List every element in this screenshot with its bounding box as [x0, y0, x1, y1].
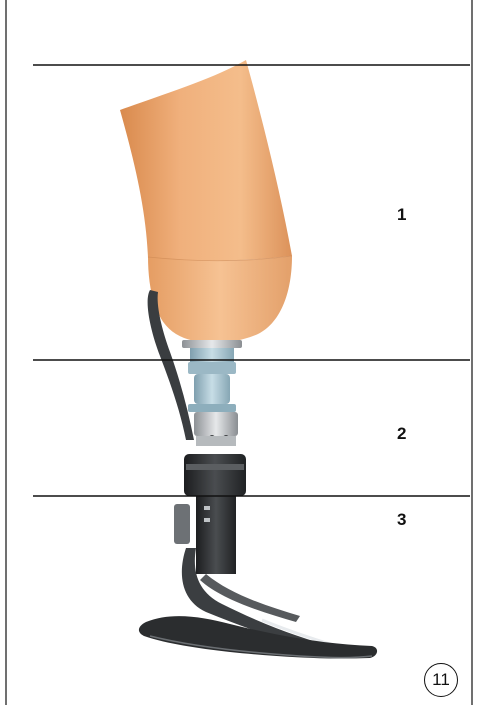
socket-adapter-plate	[182, 340, 242, 348]
side-plate	[174, 504, 190, 544]
zone-label-1: 1	[397, 205, 406, 225]
knee-joint-body	[194, 374, 230, 404]
ankle-adapter	[184, 454, 246, 496]
socket-lower	[148, 256, 292, 343]
knee-joint-upper	[188, 362, 236, 374]
figure-number: 11	[432, 670, 450, 690]
zone-label-3: 3	[397, 510, 406, 530]
rotator-collar	[196, 436, 236, 446]
pylon-bolt-2	[204, 518, 210, 522]
pylon-clamp	[194, 412, 238, 436]
socket-upper	[120, 60, 292, 261]
figure-number-badge: 11	[424, 663, 458, 697]
knee-joint-ring	[188, 404, 236, 412]
zone-label-2: 2	[397, 424, 406, 444]
foot-pylon	[196, 496, 236, 574]
pylon-bolt-1	[204, 506, 210, 510]
ankle-adapter-band	[186, 464, 244, 470]
